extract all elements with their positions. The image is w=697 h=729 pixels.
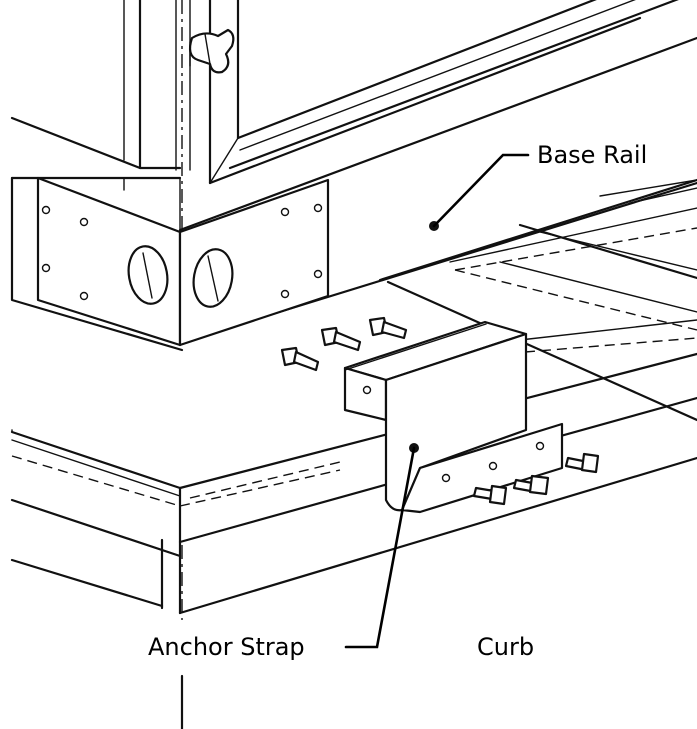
anchor-strap-label: Anchor Strap (148, 633, 305, 661)
screw-2 (320, 326, 362, 352)
door-latch-knob (188, 28, 235, 74)
screw-6 (564, 452, 600, 474)
screw-3 (368, 316, 408, 340)
base-rail-label: Base Rail (537, 141, 647, 169)
cabinet-upper-panels (10, 0, 679, 185)
callouts: Base Rail Anchor Strap Curb (148, 141, 647, 661)
anchor-strap (343, 320, 564, 514)
screw-4 (472, 484, 508, 506)
screw-1 (280, 346, 320, 372)
base-rail-leader (432, 153, 530, 228)
screws (280, 316, 600, 506)
curb-label: Curb (477, 633, 534, 661)
anchor-strap-leader (344, 446, 416, 649)
corner-bracket (36, 176, 330, 347)
screw-5 (512, 474, 550, 496)
